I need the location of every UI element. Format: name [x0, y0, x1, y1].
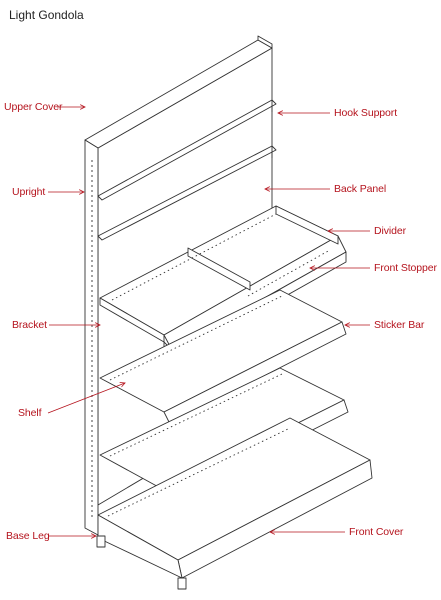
label-front-stopper: Front Stopper — [374, 262, 437, 274]
label-hook-support: Hook Support — [334, 107, 398, 119]
label-upper-cover: Upper Cover — [4, 101, 63, 113]
label-base-leg: Base Leg — [6, 530, 50, 542]
label-upright: Upright — [12, 186, 46, 198]
divider — [187, 247, 251, 291]
label-shelf: Shelf — [18, 407, 42, 419]
label-divider: Divider — [374, 225, 406, 237]
diagram-title: Light Gondola — [9, 8, 84, 22]
upright — [84, 139, 99, 536]
label-front-cover: Front Cover — [349, 526, 404, 538]
hook-support-2 — [97, 145, 277, 241]
base-leg — [96, 535, 106, 548]
label-bracket: Bracket — [12, 319, 47, 331]
label-sticker-bar: Sticker Bar — [374, 319, 425, 331]
hook-support-1 — [97, 99, 277, 201]
label-back-panel: Back Panel — [334, 183, 387, 195]
